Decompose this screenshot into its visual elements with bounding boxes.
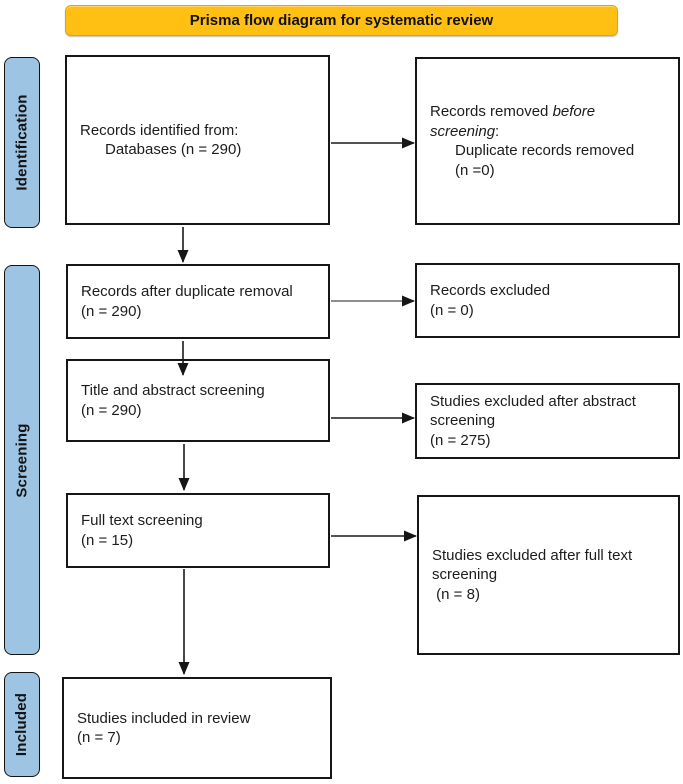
box-line: (n = 290): [81, 302, 142, 320]
box-line: Records removed before screening:: [430, 102, 668, 141]
diagram-title: Prisma flow diagram for systematic revie…: [189, 12, 494, 29]
stage-label-screening: Screening: [4, 265, 40, 655]
diagram-title-banner: Prisma flow diagram for systematic revie…: [65, 5, 618, 36]
box-line: Records after duplicate removal: [81, 283, 293, 300]
stage-label-included-text: Included: [13, 692, 31, 757]
box-line: Records identified from:: [80, 121, 239, 139]
box-after-duplicate-removal: Records after duplicate removal (n = 290…: [66, 264, 330, 339]
box-line: (n = 0): [430, 301, 474, 319]
box-records-removed: Records removed before screening: Duplic…: [415, 57, 680, 225]
box-line: (n = 15): [81, 531, 134, 549]
box-line: (n = 7): [77, 729, 121, 746]
box-line: Records excluded: [430, 282, 551, 299]
box-studies-included: Studies included in review (n = 7): [62, 677, 332, 779]
box-line-italic-text: before screening: [430, 103, 596, 140]
box-full-text-screening: Full text screening (n = 15): [66, 493, 330, 568]
box-line: (n = 290): [81, 401, 142, 419]
box-line: Databases (n = 290): [105, 141, 242, 158]
stage-label-identification: Identification: [4, 57, 40, 228]
box-records-identified: Records identified from: Databases (n = …: [65, 55, 330, 225]
box-line: (n = 275): [430, 431, 491, 449]
box-line: (n = 8): [432, 585, 480, 603]
stage-label-identification-text: Identification: [13, 94, 31, 191]
box-line-text: :: [495, 122, 500, 140]
stage-label-screening-text: Screening: [13, 422, 31, 498]
box-line: Title and abstract screening: [81, 382, 265, 399]
box-line: (n =0): [455, 161, 495, 179]
stage-label-included: Included: [4, 672, 40, 777]
box-records-excluded: Records excluded (n = 0): [415, 263, 680, 338]
box-excluded-after-abstract: Studies excluded after abstract screenin…: [415, 383, 680, 459]
box-line: Duplicate records removed: [455, 142, 635, 159]
box-line-text: Records removed: [430, 103, 553, 120]
box-line: Studies included in review: [77, 709, 251, 727]
box-line: Studies excluded after full text screeni…: [432, 546, 633, 584]
box-excluded-after-full-text: Studies excluded after full text screeni…: [417, 495, 680, 655]
box-line: Studies excluded after abstract screenin…: [430, 392, 636, 430]
box-line: Full text screening: [81, 512, 203, 529]
box-title-abstract-screening: Title and abstract screening (n = 290): [66, 359, 330, 442]
